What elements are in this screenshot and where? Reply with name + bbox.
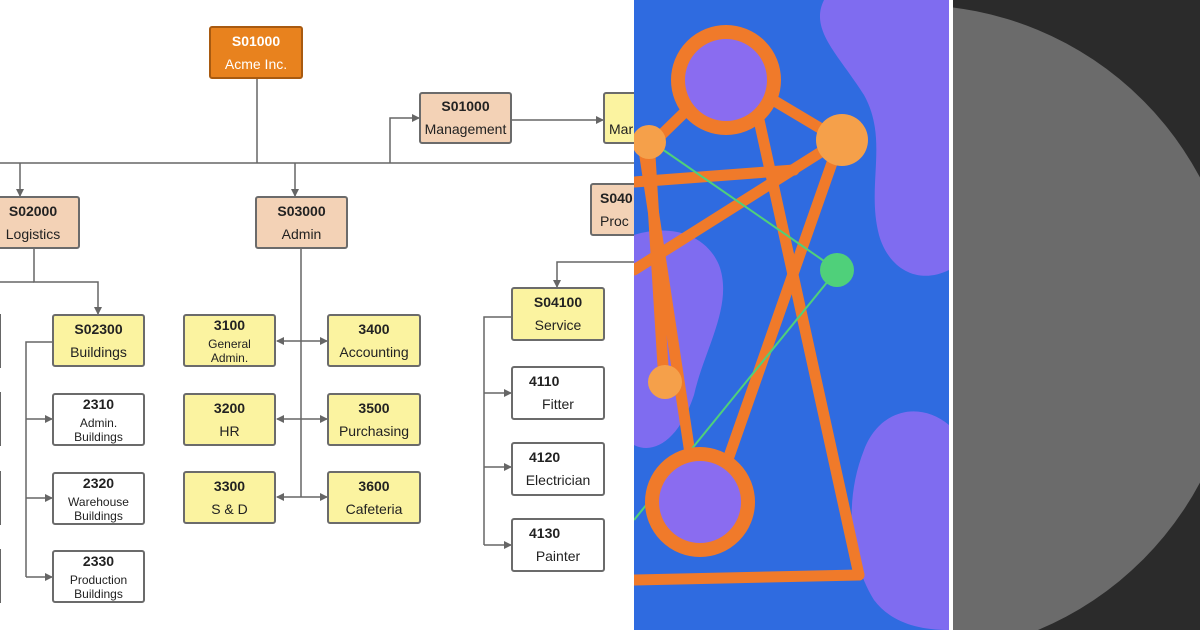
node-purchasing[interactable]: 3500 Purchasing (327, 393, 421, 446)
node-code: S01000 (231, 32, 281, 49)
connector-service-trunk (483, 316, 511, 545)
network-illustration (634, 0, 949, 630)
node-code: 4110 (529, 373, 560, 389)
node-fitter[interactable]: 4110 Fitter (511, 366, 605, 420)
orange-node-left (634, 125, 666, 159)
node-electrician[interactable]: 4120 Electrician (511, 442, 605, 496)
node-name: Painter (535, 548, 581, 564)
node-production[interactable]: S040 Proc (590, 183, 634, 236)
purple-blob-bottom-right (851, 411, 949, 630)
node-acme-inc[interactable]: S01000 Acme Inc. (209, 26, 303, 79)
orange-ring-top (671, 25, 781, 135)
node-general-admin[interactable]: 3100 General Admin. (183, 314, 276, 367)
node-cafeteria[interactable]: 3600 Cafeteria (327, 471, 421, 524)
node-code: 3200 (213, 399, 246, 416)
node-accounting[interactable]: 3400 Accounting (327, 314, 421, 367)
node-name: Acme Inc. (224, 55, 288, 72)
node-code: S02300 (74, 320, 123, 337)
node-code: 3300 (213, 477, 246, 494)
orange-ring-bottom (645, 447, 755, 557)
node-code: S040 (600, 189, 633, 206)
node-production-buildings[interactable]: 2330 Production Buildings (52, 550, 145, 603)
orange-line-5 (634, 134, 846, 276)
node-name: Mar (609, 121, 634, 137)
node-name: Proc (600, 212, 629, 229)
orange-line-7 (753, 114, 865, 581)
connector-buildings-trunk (25, 341, 52, 577)
node-warehouse-buildings[interactable]: 2320 Warehouse Buildings (52, 472, 145, 525)
node-name: Production Buildings (69, 572, 128, 601)
connector-logistics-down (33, 249, 102, 315)
node-name: HR (219, 422, 240, 439)
orange-node-right (816, 114, 868, 166)
node-name: Service (534, 317, 582, 333)
node-name: Accounting (339, 343, 409, 360)
network-graph-artwork (634, 0, 949, 630)
green-node (820, 253, 854, 287)
node-admin[interactable]: S03000 Admin (255, 196, 348, 249)
orange-line-8 (634, 569, 865, 586)
node-s-and-d[interactable]: 3300 S & D (183, 471, 276, 524)
node-code: S03000 (277, 202, 326, 219)
node-buildings[interactable]: S02300 Buildings (52, 314, 145, 367)
node-name: Management (424, 121, 507, 137)
gray-disc (953, 7, 1200, 630)
orange-line-9 (638, 144, 700, 486)
node-management-child[interactable]: Mar (603, 92, 634, 144)
orange-node-mid (648, 365, 682, 399)
node-name: Warehouse Buildings (68, 494, 129, 523)
node-code: 3600 (358, 477, 390, 494)
node-code: 2310 (82, 395, 115, 412)
node-code: 2320 (82, 474, 115, 491)
node-painter[interactable]: 4130 Painter (511, 518, 605, 572)
node-code: 3100 (213, 316, 246, 333)
org-chart-connectors (0, 78, 634, 603)
node-name: General Admin. (208, 336, 251, 365)
node-name: Logistics (5, 225, 61, 242)
green-line-1 (648, 139, 838, 271)
node-code: S02000 (8, 202, 58, 219)
connector-management (389, 114, 420, 163)
node-name: Fitter (542, 396, 574, 412)
node-logistics[interactable]: S02000 Logistics (0, 196, 80, 249)
connector-service (553, 261, 634, 288)
node-code: 3400 (358, 320, 390, 337)
node-name: Purchasing (338, 422, 410, 439)
panel-divider (949, 0, 953, 630)
node-name: Admin (281, 225, 322, 242)
gray-disc-panel (953, 0, 1200, 630)
node-code: 4120 (529, 449, 561, 465)
org-chart-diagram: S01000 Acme Inc. S01000 Management Mar S… (0, 26, 634, 603)
node-hr[interactable]: 3200 HR (183, 393, 276, 446)
node-code: S01000 (441, 98, 490, 114)
node-code: S04100 (533, 294, 583, 310)
node-name: Buildings (70, 343, 127, 360)
node-code: 3500 (358, 399, 390, 416)
node-service[interactable]: S04100 Service (511, 287, 605, 341)
node-name: Electrician (525, 472, 591, 488)
node-code: 2330 (82, 552, 115, 569)
node-name: Cafeteria (345, 500, 403, 517)
node-management[interactable]: S01000 Management (419, 92, 512, 144)
gray-disc-graphic (953, 7, 1200, 630)
orange-line-4 (706, 134, 846, 511)
node-name: Admin. Buildings (74, 415, 123, 444)
node-admin-buildings[interactable]: 2310 Admin. Buildings (52, 393, 145, 446)
node-code: 4130 (529, 525, 561, 541)
purple-blob-top-right (819, 0, 949, 276)
node-name: S & D (211, 500, 248, 517)
